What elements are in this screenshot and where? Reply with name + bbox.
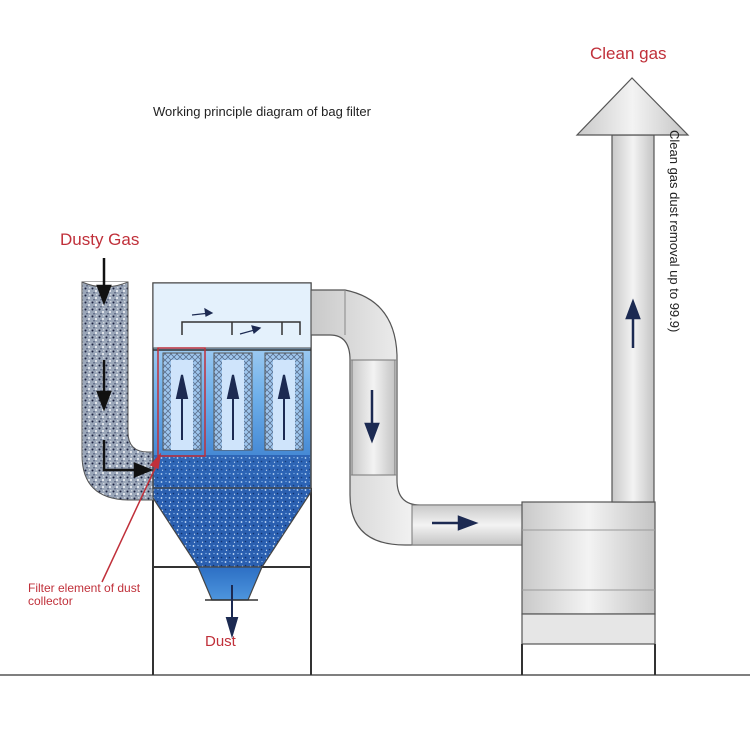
- diagram-title: Working principle diagram of bag filter: [153, 104, 371, 119]
- duct-flow-arrows: [364, 390, 479, 531]
- clean-air-plenum: [152, 282, 312, 349]
- bag-up-arrows: [175, 374, 291, 440]
- filter-element-pointer: [101, 452, 162, 583]
- chimney-arrow-head: [575, 77, 690, 136]
- clean-gas-label: Clean gas: [590, 44, 667, 63]
- highlighted-filter-element: [157, 347, 206, 457]
- dust-label: Dust: [205, 633, 236, 650]
- chimney-up-arrow: [625, 298, 641, 348]
- dusty-gas-label: Dusty Gas: [60, 230, 140, 249]
- filter-element-label: Filter element of dust collector: [28, 581, 141, 608]
- dust-hopper: [152, 487, 312, 568]
- dust-outlet: [197, 566, 263, 601]
- pulse-jet-pipes: [181, 321, 301, 335]
- removal-rate-label: Clean gas dust removal up to 99.9): [667, 130, 682, 333]
- fan-base: [521, 613, 656, 645]
- fan-housing: [521, 501, 656, 615]
- pulse-jet-arrows: [191, 307, 262, 335]
- dust-zone: [154, 455, 310, 488]
- dusty-gas-arrows: [96, 258, 154, 478]
- fan-legs: [521, 644, 656, 675]
- dust-down-arrow: [225, 585, 239, 639]
